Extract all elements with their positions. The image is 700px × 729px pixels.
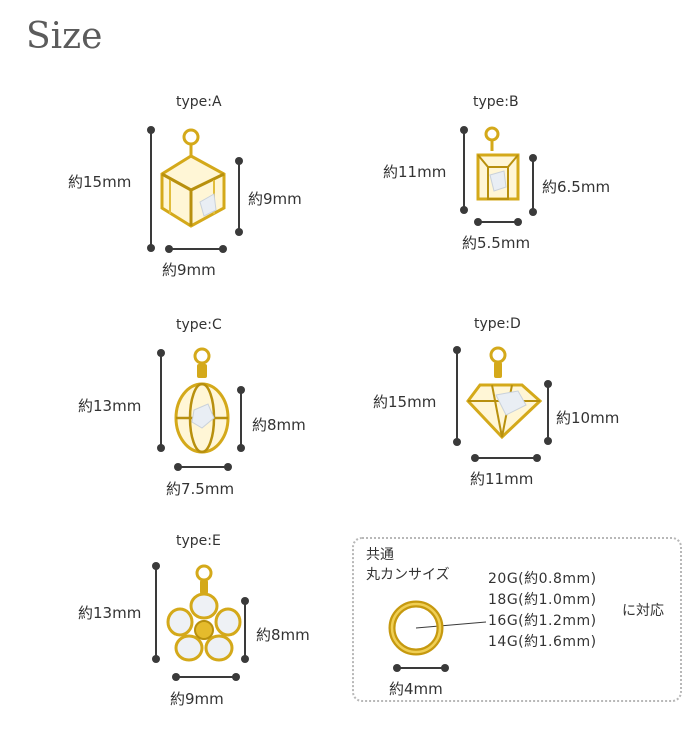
flower-charm-image — [166, 564, 242, 662]
gauge-16g: 16G(約1.2mm) — [488, 613, 597, 629]
marker-dot — [393, 664, 401, 672]
type-d-width: 約11mm — [470, 470, 534, 488]
marker-dot — [460, 206, 468, 214]
type-e-side: 約8mm — [256, 626, 310, 644]
marker-dot — [453, 346, 461, 354]
marker-dot — [453, 438, 461, 446]
marker-dot — [544, 380, 552, 388]
type-b-width: 約5.5mm — [462, 234, 531, 252]
ring-diameter: 約4mm — [389, 680, 443, 698]
type-c-height-line — [160, 353, 162, 448]
marker-dot — [514, 218, 522, 226]
type-e-height-line — [155, 566, 157, 659]
marker-dot — [157, 349, 165, 357]
type-c-height: 約13mm — [78, 397, 142, 415]
marker-dot — [165, 245, 173, 253]
type-b-height-line — [463, 130, 465, 210]
marker-dot — [152, 655, 160, 663]
marker-dot — [474, 218, 482, 226]
marker-dot — [224, 463, 232, 471]
gauge-20g: 20G(約0.8mm) — [488, 571, 597, 587]
sphere-cage-charm-image — [174, 347, 230, 454]
compatibility-text: に対応 — [622, 603, 664, 619]
type-b-width-line — [478, 221, 518, 223]
marker-dot — [529, 208, 537, 216]
type-d-height: 約15mm — [373, 393, 437, 411]
type-e-label: type:E — [176, 533, 221, 549]
marker-dot — [235, 228, 243, 236]
marker-dot — [232, 673, 240, 681]
marker-dot — [147, 244, 155, 252]
type-d-side: 約10mm — [556, 409, 620, 427]
marker-dot — [533, 454, 541, 462]
type-e-width-line — [176, 676, 236, 678]
ring-heading-line1: 共通 — [366, 547, 394, 563]
type-c-side: 約8mm — [252, 416, 306, 434]
marker-dot — [237, 386, 245, 394]
marker-dot — [471, 454, 479, 462]
marker-dot — [172, 673, 180, 681]
small-cube-charm-image — [476, 126, 520, 201]
type-e-height: 約13mm — [78, 604, 142, 622]
cube-charm-image — [160, 128, 226, 228]
jump-ring-image — [388, 600, 487, 656]
ring-diameter-line — [397, 667, 445, 669]
marker-dot — [235, 157, 243, 165]
type-a-label: type:A — [176, 94, 222, 110]
type-d-label: type:D — [474, 316, 521, 332]
type-b-label: type:B — [473, 94, 519, 110]
type-d-side-line — [547, 384, 549, 441]
gauge-14g: 14G(約1.6mm) — [488, 634, 597, 650]
type-a-height: 約15mm — [68, 173, 132, 191]
type-b-height: 約11mm — [383, 163, 447, 181]
marker-dot — [241, 597, 249, 605]
type-a-side: 約9mm — [248, 190, 302, 208]
marker-dot — [157, 444, 165, 452]
marker-dot — [460, 126, 468, 134]
type-e-width: 約9mm — [170, 690, 224, 708]
type-a-side-line — [238, 161, 240, 232]
gauge-18g: 18G(約1.0mm) — [488, 592, 597, 608]
type-c-label: type:C — [176, 317, 222, 333]
type-c-width-line — [178, 466, 228, 468]
diamond-cage-charm-image — [466, 346, 543, 440]
type-c-side-line — [240, 390, 242, 448]
type-d-height-line — [456, 350, 458, 442]
marker-dot — [147, 126, 155, 134]
type-c-width: 約7.5mm — [166, 480, 235, 498]
type-b-side-line — [532, 158, 534, 212]
ring-heading-line2: 丸カンサイズ — [366, 567, 450, 583]
type-e-side-line — [244, 601, 246, 659]
type-a-width: 約9mm — [162, 261, 216, 279]
marker-dot — [441, 664, 449, 672]
type-b-side: 約6.5mm — [542, 178, 611, 196]
jump-ring-info-panel — [352, 537, 682, 702]
marker-dot — [174, 463, 182, 471]
type-a-width-line — [169, 248, 223, 250]
page-title: Size — [26, 16, 103, 57]
marker-dot — [237, 444, 245, 452]
marker-dot — [241, 655, 249, 663]
marker-dot — [152, 562, 160, 570]
type-d-width-line — [475, 457, 537, 459]
marker-dot — [544, 437, 552, 445]
type-a-height-line — [150, 130, 152, 248]
marker-dot — [219, 245, 227, 253]
marker-dot — [529, 154, 537, 162]
